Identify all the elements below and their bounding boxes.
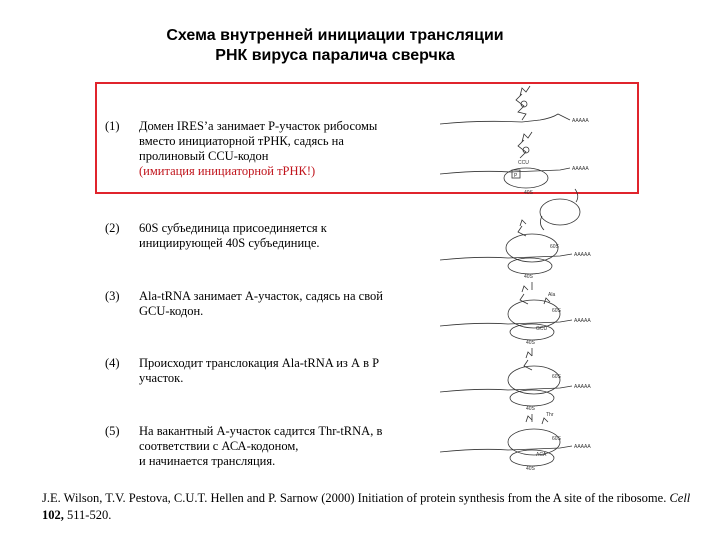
step-highlight-text: (имитация инициаторной тРНК!) xyxy=(139,164,316,178)
step-number: (1) xyxy=(105,119,120,133)
panel-4-translocation: AAAAA 60S 40S xyxy=(440,351,591,412)
trna-thr-label: Thr xyxy=(546,412,554,418)
step-line: вместо инициаторной тРНК, садясь на xyxy=(139,134,344,148)
sub40-label: 40S xyxy=(526,406,536,412)
step-line: Домен IRES’а занимает Р-участок рибосомы xyxy=(139,119,378,133)
step-line: участок. xyxy=(139,371,184,385)
mrna-tail-label: AAAAA xyxy=(574,444,591,450)
step-line: инициирующей 40S субъединице. xyxy=(139,236,320,250)
panel-1b-ires-40s: P 40S AAAAA CCU xyxy=(440,131,589,196)
citation: J.E. Wilson, T.V. Pestova, C.U.T. Hellen… xyxy=(42,490,692,524)
codon-aca-label: ACA xyxy=(536,452,547,458)
sub60-label: 60S xyxy=(550,244,560,250)
mrna-tail-label: AAAAA xyxy=(574,384,591,390)
title-line-1: Схема внутренней инициации трансляции xyxy=(166,27,504,44)
title-line-2: РНК вируса паралича сверчка xyxy=(215,47,455,64)
step-text: Ala-tRNA занимает А-участок, садясь на с… xyxy=(139,289,424,319)
step-line: пролиновый CCU-кодон xyxy=(139,149,269,163)
citation-pages: 511-520. xyxy=(67,508,112,522)
diagram-title: Схема внутренней инициации трансляции РН… xyxy=(120,26,550,66)
sub40-label: 40S xyxy=(526,340,536,346)
sub60-label: 60S xyxy=(552,374,562,380)
panel-5-thr: Thr AAAAA 60S ACA 40S xyxy=(440,412,591,472)
site-p-box xyxy=(511,169,521,179)
join-arrow xyxy=(540,215,545,231)
mrna-tail-label: AAAAA xyxy=(572,118,589,124)
step1-highlight-box xyxy=(95,82,639,194)
step-line: На вакантный А-участок садится Thr-tRNA,… xyxy=(139,424,383,438)
sub40-label: 40S xyxy=(524,190,534,196)
step-text: Домен IRES’а занимает Р-участок рибосомы… xyxy=(139,119,424,179)
sub40-label: 40S xyxy=(524,274,534,280)
trna-ala-label: Ala xyxy=(548,292,555,298)
citation-volume: 102, xyxy=(42,508,64,522)
step-text: 60S субъединица присоединяется к инициир… xyxy=(139,221,424,251)
step-text: Происходит транслокация Ala-tRNA из А в … xyxy=(139,356,424,386)
mrna-tail-label: AAAAA xyxy=(574,318,591,324)
subunit-60s-free xyxy=(539,198,581,226)
mrna-tail-label: AAAAA xyxy=(574,252,591,258)
sub60-label: 60S xyxy=(552,436,562,442)
panel-2-80s: AAAAA 60S 40S xyxy=(440,219,591,280)
step-line: Ala-tRNA занимает А-участок, садясь на с… xyxy=(139,289,383,303)
step-number: (2) xyxy=(105,221,120,235)
citation-authors-title: J.E. Wilson, T.V. Pestova, C.U.T. Hellen… xyxy=(42,491,667,505)
step-number: (3) xyxy=(105,289,120,303)
citation-journal: Cell xyxy=(669,491,691,505)
step-number: (4) xyxy=(105,356,120,370)
sub40-label: 40S xyxy=(526,466,536,472)
step-line: 60S субъединица присоединяется к xyxy=(139,221,327,235)
dissociation-arrow xyxy=(574,188,579,203)
mrna-tail-label: AAAAA xyxy=(572,166,589,172)
step-number: (5) xyxy=(105,424,120,438)
panel-3-ala: Ala AAAAA 60S GCU 40S xyxy=(440,285,591,346)
step-line: и начинается трансляция. xyxy=(139,454,276,468)
ribosome-diagram: AAAAA P 40S AAAAA CCU AAAAA 60S 40S Ala … xyxy=(440,85,591,472)
site-p-label: P xyxy=(514,173,518,179)
step-line: соответствии с АСА-кодоном, xyxy=(139,439,299,453)
step-line: GCU-кодон. xyxy=(139,304,204,318)
codon-gcu-label: GCU xyxy=(536,326,548,332)
panel-1-ires: AAAAA xyxy=(440,85,589,125)
codon-ccu-label: CCU xyxy=(518,160,529,166)
step-text: На вакантный А-участок садится Thr-tRNA,… xyxy=(139,424,424,469)
step-line: Происходит транслокация Ala-tRNA из А в … xyxy=(139,356,380,370)
sub60-label: 60S xyxy=(552,308,562,314)
